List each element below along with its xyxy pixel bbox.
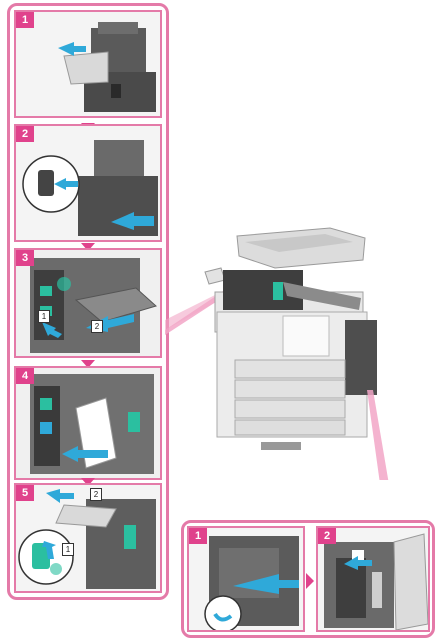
step-badge: 4	[16, 368, 34, 384]
zoom-circle	[204, 595, 242, 630]
slide-arrow-icon	[42, 322, 62, 338]
step-arrow-icon	[81, 360, 95, 368]
step-arrow-icon	[81, 478, 95, 486]
push-arrow-icon	[54, 178, 78, 190]
step-arrow-icon	[81, 243, 95, 251]
lock-arrow-icon	[42, 541, 56, 559]
remove-arrow-icon	[344, 556, 372, 570]
detail-arrow-icon	[306, 573, 314, 589]
open-arrow-icon	[233, 574, 299, 594]
remove-arrow-icon	[62, 446, 108, 462]
finisher-interior-illustration	[16, 368, 160, 478]
open-door-illustration	[318, 528, 428, 630]
step-badge: 3	[16, 250, 34, 266]
front-door-illustration	[189, 528, 303, 630]
step-4-panel: 4	[14, 366, 162, 480]
finisher-open-illustration	[16, 250, 160, 356]
step-5-panel: 5 2 1	[14, 483, 162, 593]
callout-number: 2	[90, 488, 102, 501]
finisher-illustration	[16, 126, 160, 240]
rotate-arrow-icon	[213, 612, 233, 622]
callout-number: 1	[38, 310, 50, 323]
step-badge: 2	[318, 528, 336, 544]
copier-illustration	[165, 227, 389, 480]
detail-step-1-panel: 1	[187, 526, 305, 632]
push-arrow-icon	[46, 489, 74, 503]
step-badge: 1	[189, 528, 207, 544]
step-badge: 5	[16, 485, 34, 501]
step-badge: 1	[16, 12, 34, 28]
callout-number: 1	[62, 543, 74, 556]
callout-number: 2	[91, 320, 103, 333]
detail-step-2-panel: 2	[316, 526, 430, 632]
push-arrow-icon	[111, 212, 154, 230]
step-2-panel: 2	[14, 124, 162, 242]
finisher-close-illustration	[16, 485, 160, 591]
step-badge: 2	[16, 126, 34, 142]
finisher-illustration	[16, 12, 160, 116]
pull-arrow-icon	[58, 42, 86, 56]
step-3-panel: 3 1 2	[14, 248, 162, 358]
step-1-panel: 1	[14, 10, 162, 118]
